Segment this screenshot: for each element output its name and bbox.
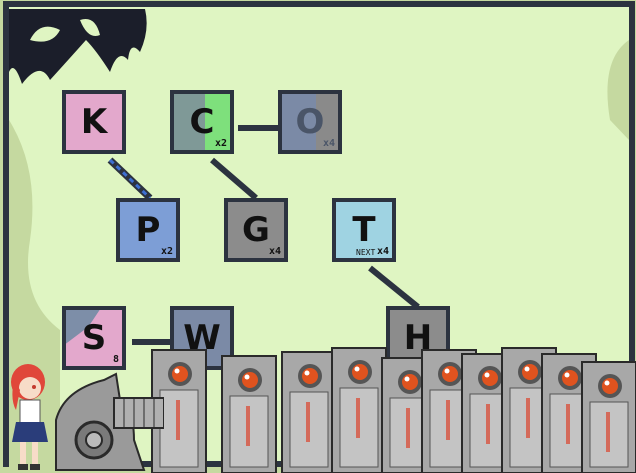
tile-T-letter: T (352, 210, 376, 250)
tile-T-multiplier: x4 (376, 246, 389, 257)
tile-K-fill (66, 94, 122, 150)
tile-O[interactable]: O x4 (278, 90, 342, 154)
tile-T-prefix: NEXT (356, 248, 376, 257)
tile-P-multiplier: x2 (160, 246, 173, 257)
robot-sprite-icon (331, 347, 387, 473)
link-K-P-dash (108, 158, 152, 200)
girl-sprite-icon (11, 364, 48, 470)
tile-T[interactable]: T NEXT x4 (332, 198, 396, 262)
tile-P[interactable]: P x2 (116, 198, 180, 262)
tile-K-letter: K (80, 102, 108, 142)
tile-C-fill-2 (204, 94, 230, 150)
tile-G-multiplier: x4 (268, 246, 281, 257)
tree-silhouette-icon (9, 9, 147, 84)
tile-S[interactable]: S 8 (62, 306, 126, 370)
tile-C-fill (174, 94, 205, 150)
bush-right (607, 40, 629, 140)
robot-army (151, 347, 636, 473)
tile-G[interactable]: G x4 (224, 198, 288, 262)
tile-P-fill (120, 202, 176, 258)
tile-O-letter: O (295, 102, 325, 142)
tile-O-fill (282, 94, 316, 150)
tile-O-multiplier: x4 (322, 138, 335, 149)
robot-sprite-icon (581, 361, 636, 473)
link-T-H (368, 265, 420, 310)
tile-S-letter: S (81, 318, 107, 358)
tile-G-letter: G (242, 210, 270, 250)
tile-C-multiplier: x2 (214, 138, 227, 149)
tile-O-fill-2 (315, 94, 338, 150)
tile-C-letter: C (189, 102, 215, 142)
tile-K[interactable]: K (62, 90, 126, 154)
tile-S-multiplier: 8 (112, 354, 119, 365)
tile-P-letter: P (135, 210, 161, 250)
tile-G-fill (228, 202, 284, 258)
cannon-sprite-icon (55, 372, 164, 471)
tile-T-fill (336, 202, 392, 258)
link-C-G (210, 157, 258, 201)
robot-sprite-icon (221, 355, 277, 473)
robot-sprite-icon (281, 351, 337, 473)
tile-C[interactable]: C x2 (170, 90, 234, 154)
